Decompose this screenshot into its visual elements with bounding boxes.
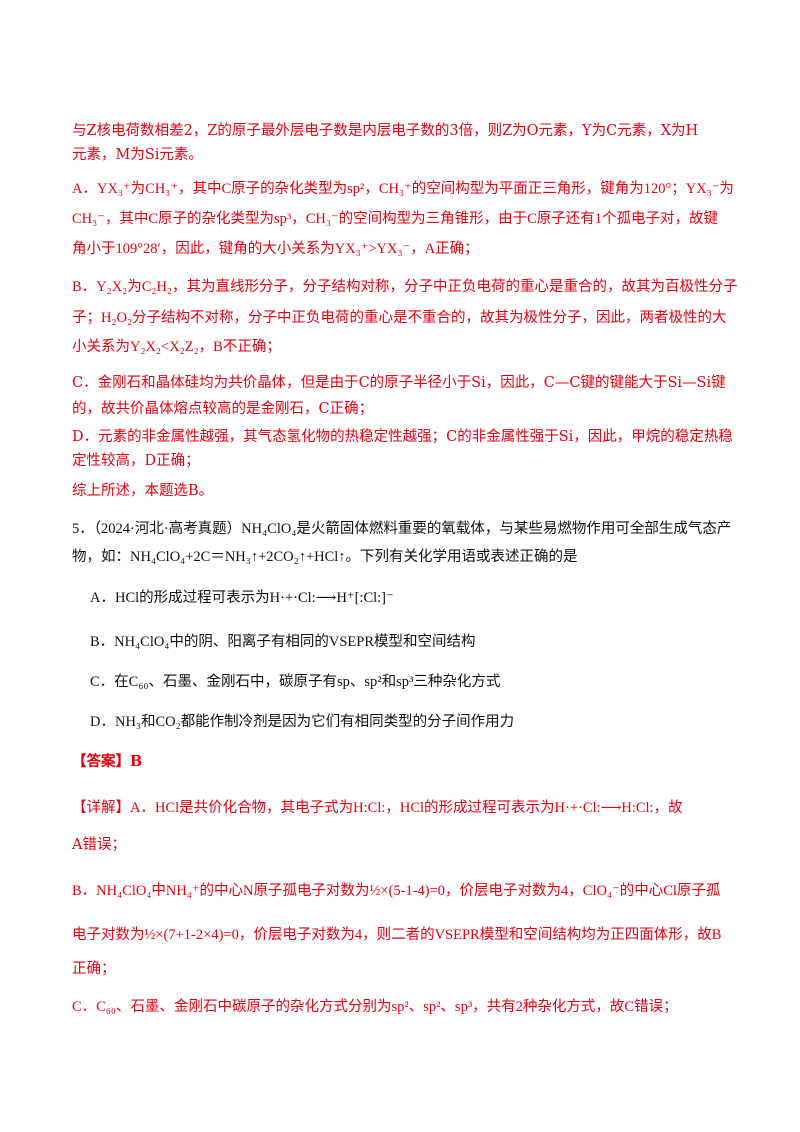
text-line: 电子对数为½×(7+1-2×4)=0，价层电子对数为4，则二者的VSEPR模型和… bbox=[72, 926, 722, 943]
text-line: CH₃⁻，其中C原子的杂化类型为sp³，CH₃⁻的空间构型为三角锥形，由于C原子… bbox=[72, 210, 719, 227]
choice-c: C．在C₆₀、石墨、金刚石中，碳原子有sp、sp²和sp³三种杂化方式 bbox=[90, 673, 501, 690]
detail-c: C．C₆₀、石墨、金刚石中碳原子的杂化方式分别为sp²、sp²、sp³，共有2种… bbox=[72, 998, 678, 1015]
text-line: 元素，M为Si元素。 bbox=[72, 146, 203, 163]
option-d-explanation: D．元素的非金属性越强，其气态氢化物的热稳定性越强；C的非金属性强于Si，因此，… bbox=[72, 428, 733, 445]
text-line: A错误； bbox=[72, 836, 126, 853]
text-line: 子；H₂O₂分子结构不对称，分子中正负电荷的重心是不重合的，故其为极性分子，因此… bbox=[72, 309, 727, 326]
option-c-explanation: C．金刚石和晶体硅均为共价晶体，但是由于C的原子半径小于Si，因此，C—C键的键… bbox=[72, 374, 726, 391]
text-line: 角小于109°28′，因此，键角的大小关系为YX₃⁺>YX₃⁻，A正确； bbox=[72, 240, 479, 257]
text-line: 的，故共价晶体熔点较高的是金刚石，C正确； bbox=[72, 400, 374, 417]
question-stem: 5．（2024·河北·高考真题）NH₄ClO₄是火箭固体燃料重要的氧载体，与某些… bbox=[72, 520, 732, 537]
text-line: 与Z核电荷数相差2，Z的原子最外层电子数是内层电子数的3倍，则Z为O元素，Y为C… bbox=[72, 122, 699, 139]
choice-a: A．HCl的形成过程可表示为H·+·Cl:⟶H⁺[:Cl:]⁻ bbox=[90, 589, 394, 606]
text-line: 正确； bbox=[72, 960, 116, 977]
text-line: 小关系为Y₂X₂<X₂Z₂，B不正确； bbox=[72, 338, 281, 355]
option-a-explanation: A．YX₃⁺为CH₃⁺，其中C原子的杂化类型为sp²，CH₃⁺的空间构型为平面正… bbox=[72, 180, 734, 197]
choice-b: B．NH₄ClO₄中的阴、阳离子有相同的VSEPR模型和空间结构 bbox=[90, 633, 476, 650]
text-line: 定性较高，D正确； bbox=[72, 452, 200, 469]
detail-line: 【详解】A．HCl是共价化合物，其电子式为H:Cl:，HCl的形成过程可表示为H… bbox=[72, 799, 683, 816]
detail-b: B．NH₄ClO₄中NH₄⁺的中心N原子孤电子对数为½×(5-1-4)=0，价层… bbox=[72, 882, 721, 899]
answer-label: 【答案】B bbox=[72, 752, 143, 770]
choice-d: D．NH₃和CO₂都能作制冷剂是因为它们有相同类型的分子间作用力 bbox=[90, 713, 515, 730]
summary-line: 综上所述，本题选B。 bbox=[72, 482, 214, 499]
option-b-explanation: B．Y₂X₂为C₂H₂，其为直线形分子，分子结构对称，分子中正负电荷的重心是重合… bbox=[72, 278, 738, 295]
question-stem-cont: 物，如：NH₄ClO₄+2C＝NH₃↑+2CO₂↑+HCl↑。下列有关化学用语或… bbox=[72, 548, 578, 565]
